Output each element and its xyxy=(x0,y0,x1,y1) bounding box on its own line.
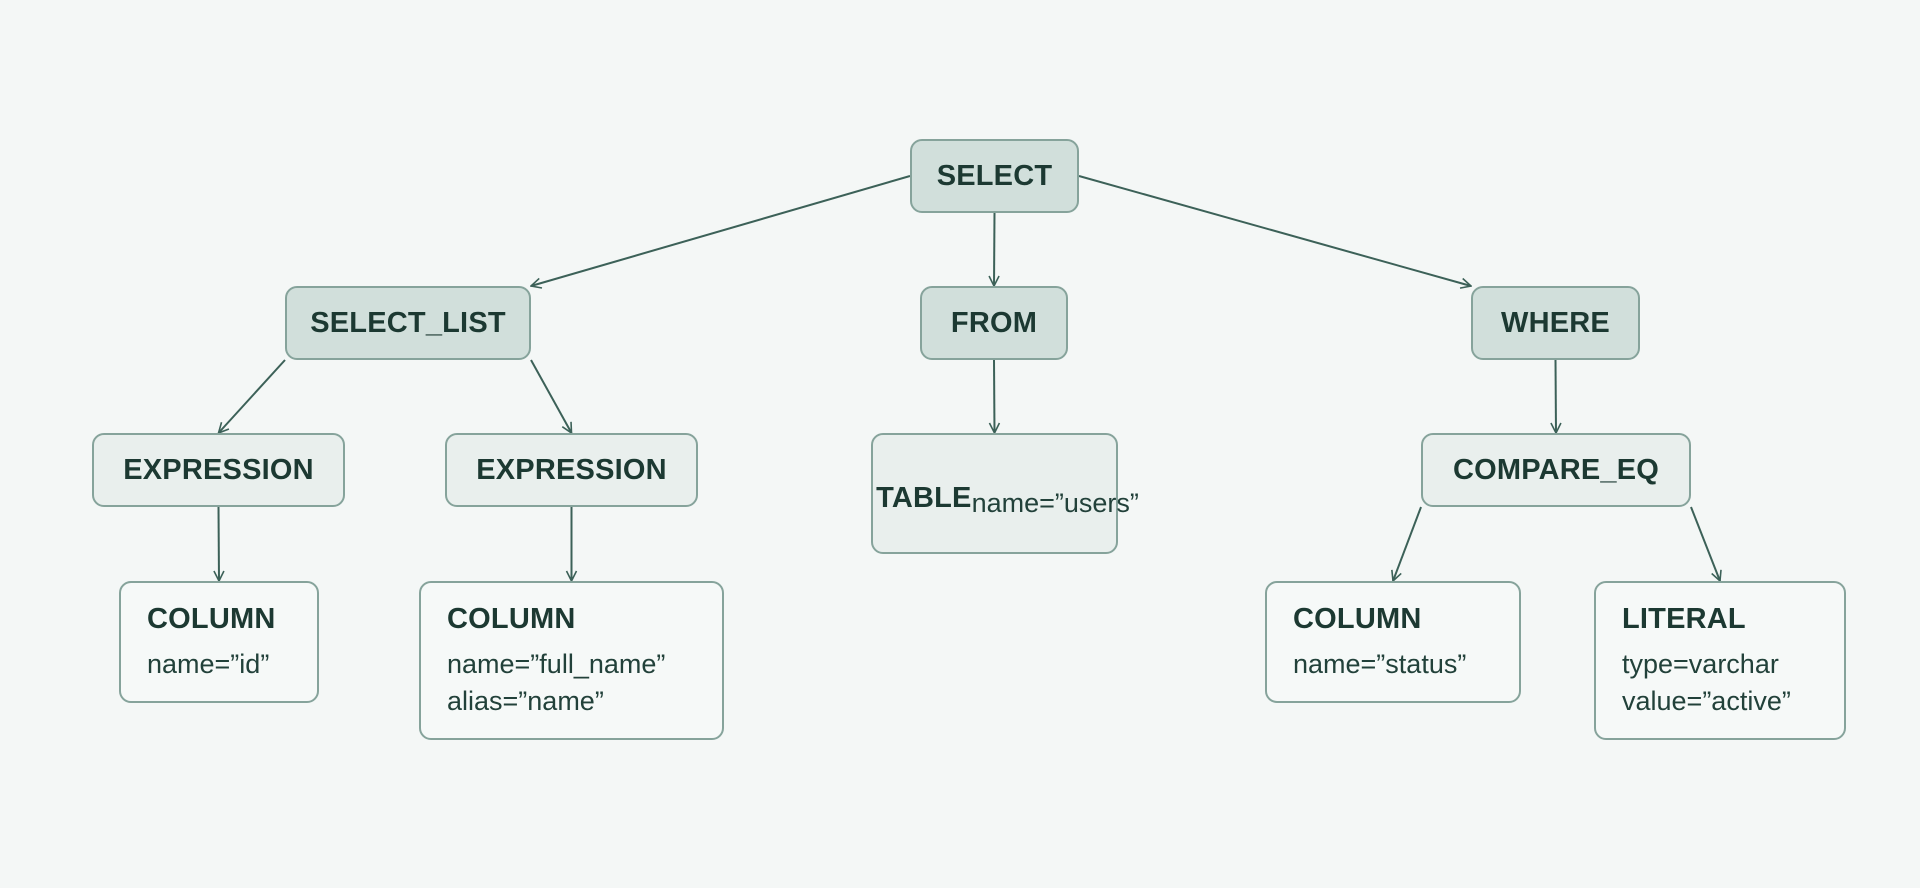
node-table: TABLE name=”users” xyxy=(871,433,1139,554)
node-expression-2: EXPRESSION xyxy=(445,433,698,507)
node-attr: name=”full_name” xyxy=(447,649,666,679)
node-from: FROM xyxy=(920,286,1068,360)
node-attr: name=”users” xyxy=(971,488,1139,518)
node-label: LITERAL xyxy=(1622,603,1746,635)
node-label: COLUMN xyxy=(447,603,576,635)
edge-from-to-table xyxy=(994,359,995,433)
node-column-status: COLUMN name=”status” xyxy=(1265,581,1521,703)
node-attr: alias=”name” xyxy=(447,686,604,716)
node-where: WHERE xyxy=(1471,286,1640,360)
edge-where-to-compare_eq xyxy=(1556,359,1557,433)
node-label: SELECT_LIST xyxy=(310,306,506,339)
edge-select-to-from xyxy=(994,212,995,286)
node-label: SELECT xyxy=(936,159,1053,192)
node-label: TABLE xyxy=(876,482,972,514)
edge-select-to-where xyxy=(1078,175,1471,286)
node-label: COLUMN xyxy=(1293,603,1422,635)
node-column-id: COLUMN name=”id” xyxy=(119,581,319,703)
node-column-full-name: COLUMN name=”full_name” alias=”name” xyxy=(419,581,724,740)
node-select: SELECT xyxy=(910,139,1079,213)
edge-compare_eq-to-literal xyxy=(1690,506,1720,581)
edge-compare_eq-to-column_status xyxy=(1393,506,1422,581)
node-compare-eq: COMPARE_EQ xyxy=(1421,433,1691,507)
edge-select_list-to-expression_1 xyxy=(219,359,286,433)
edge-select-to-select_list xyxy=(531,175,911,286)
node-label: EXPRESSION xyxy=(476,453,667,486)
node-label: WHERE xyxy=(1501,306,1610,339)
node-expression-1: EXPRESSION xyxy=(92,433,345,507)
node-literal: LITERAL type=varchar value=”active” xyxy=(1594,581,1846,740)
node-attr: type=varchar xyxy=(1622,649,1779,679)
node-attr: value=”active” xyxy=(1622,686,1791,716)
edge-expression_1-to-column_id xyxy=(219,506,220,581)
node-attr: name=”id” xyxy=(147,649,270,679)
node-label: COMPARE_EQ xyxy=(1452,453,1660,486)
edge-select_list-to-expression_2 xyxy=(530,359,573,433)
node-label: FROM xyxy=(950,306,1038,339)
node-label: COLUMN xyxy=(147,603,276,635)
node-label: EXPRESSION xyxy=(123,453,314,486)
node-attr: name=”status” xyxy=(1293,649,1467,679)
node-select-list: SELECT_LIST xyxy=(285,286,531,360)
